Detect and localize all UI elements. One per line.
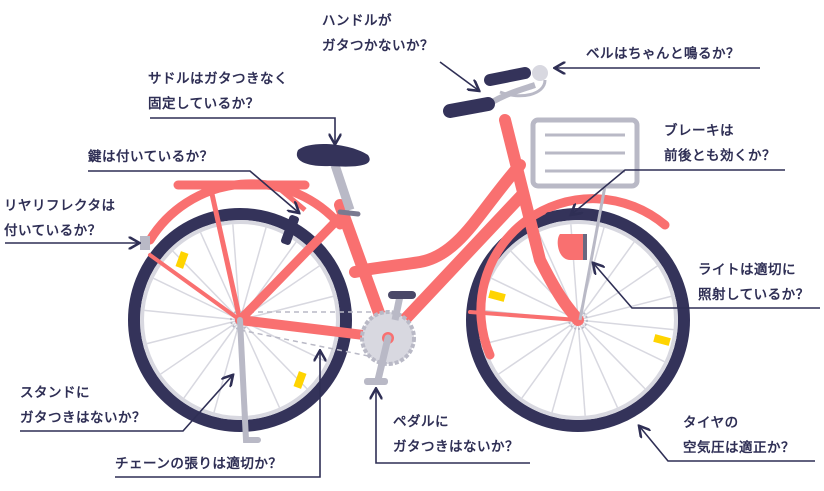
spoke: [199, 232, 241, 321]
spoke: [577, 319, 619, 408]
rear-wheel-rim: [140, 220, 340, 420]
lock: [281, 215, 299, 245]
label-handlebar: ハンドルがガタつかないか？: [322, 13, 434, 54]
spoke: [577, 319, 665, 363]
saddle: [296, 143, 370, 167]
label-reflector: リヤリフレクタは付いているか？: [4, 198, 116, 239]
spoke: [577, 265, 658, 321]
label-bell: ベルはちゃんと鳴るか？: [586, 46, 740, 62]
spoke-reflector: [175, 251, 189, 269]
spoke: [577, 319, 586, 416]
spoke: [498, 319, 579, 375]
spoke: [239, 227, 267, 321]
front-brake: [545, 212, 569, 220]
spoke-reflector: [293, 371, 307, 389]
label-lock: 鍵は付いているか？: [88, 149, 214, 165]
spoke: [577, 295, 672, 321]
handlebar-grip-right: [484, 67, 531, 86]
spoke: [239, 295, 334, 321]
spoke: [551, 319, 579, 413]
spoke: [521, 319, 579, 399]
front-light: [557, 234, 585, 260]
spoke: [153, 277, 241, 321]
label-saddle: サドルはガタつきなく固定しているか？: [148, 71, 288, 112]
basket: [530, 117, 640, 189]
spoke-reflector: [488, 290, 506, 302]
spoke: [160, 319, 241, 375]
spoke: [146, 319, 241, 345]
kickstand: [237, 317, 261, 443]
spoke: [213, 319, 241, 413]
handlebar-grip-left: [443, 97, 495, 118]
spoke: [239, 319, 327, 363]
spoke: [491, 277, 579, 321]
label-brake: ブレーキは前後とも効くか？: [664, 123, 776, 164]
spoke: [239, 319, 281, 408]
spoke: [239, 319, 308, 390]
pedal: [364, 378, 388, 385]
spoke-reflector: [653, 334, 671, 346]
label-chain: チェーンの張りは適切か？: [115, 456, 283, 472]
spoke: [577, 241, 635, 321]
spoke: [144, 309, 241, 321]
label-pedal: ペダルにガタつきはないか？: [393, 414, 519, 455]
label-tire: タイヤの空気圧は適正か？: [683, 415, 795, 456]
spoke: [183, 319, 241, 399]
spoke: [577, 319, 674, 331]
spoke: [577, 319, 646, 390]
rear-reflector: [140, 236, 150, 250]
spoke: [484, 319, 579, 345]
front-pedal: [388, 291, 416, 299]
label-light: ライトは適切に照射しているか？: [698, 262, 810, 303]
leader-lines: [5, 61, 820, 478]
bell: [532, 65, 548, 81]
label-stand: スタンドにガタつきはないか？: [20, 385, 146, 426]
rear-wheel-tire: [128, 208, 352, 432]
